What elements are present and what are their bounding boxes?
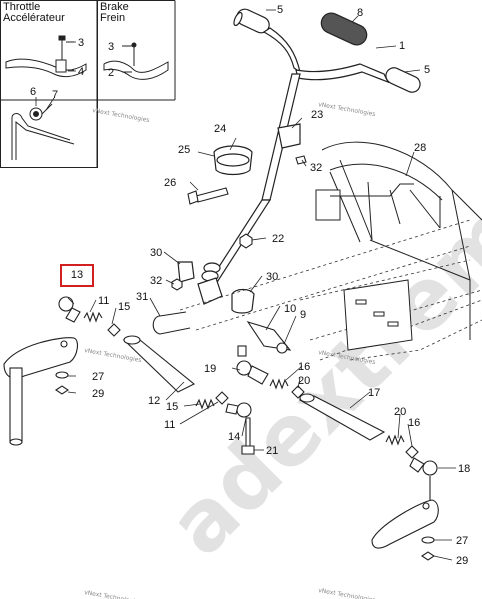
callout-26: 26 — [164, 177, 176, 189]
callout-5-top: 5 — [277, 4, 283, 16]
callout-22: 22 — [272, 233, 284, 245]
throttle-lever-drawing — [5, 35, 87, 78]
callout-16-lower: 16 — [408, 417, 420, 429]
callout-12: 12 — [148, 395, 160, 407]
cable-clip-drawing — [11, 103, 75, 160]
callout-9: 9 — [300, 309, 306, 321]
callout-4: 4 — [78, 66, 84, 78]
callout-5-right: 5 — [424, 64, 430, 76]
callout-29-left: 29 — [92, 388, 104, 400]
callout-17: 17 — [368, 387, 380, 399]
callout-14: 14 — [228, 431, 240, 443]
callout-31: 31 — [136, 291, 148, 303]
callout-18: 18 — [458, 463, 470, 475]
callout-20-lower: 20 — [394, 406, 406, 418]
inset-box — [0, 0, 176, 168]
callout-15-middle: 15 — [166, 401, 178, 413]
frame-outline — [315, 141, 482, 340]
throttle-title: Throttle Accélérateur — [3, 2, 65, 24]
callout-29-right: 29 — [456, 555, 468, 567]
watermark-5: vNext Technologies — [84, 589, 142, 599]
callout-15-left: 15 — [118, 301, 130, 313]
callout-2: 2 — [108, 67, 114, 79]
handlebar-assembly — [177, 8, 421, 314]
callout-25: 25 — [178, 144, 190, 156]
throttle-title-en: Throttle — [3, 1, 41, 13]
callout-3-brake: 3 — [108, 41, 114, 53]
callout-1: 1 — [399, 40, 405, 52]
frame-plate — [343, 279, 413, 351]
callout-28: 28 — [414, 142, 426, 154]
callout-11-middle: 11 — [164, 419, 175, 431]
callout-6: 6 — [30, 86, 36, 98]
callout-32-lower: 32 — [150, 275, 162, 287]
callout-20-upper: 20 — [298, 375, 310, 387]
inset-leaders — [35, 41, 132, 111]
callout-10: 10 — [284, 303, 296, 315]
highlighted-callout-13[interactable]: 13 — [70, 269, 84, 281]
callout-24: 24 — [214, 123, 226, 135]
watermark-6: vNext Technologies — [318, 587, 376, 599]
brake-title-en: Brake — [100, 1, 129, 13]
brake-title-fr: Frein — [100, 12, 126, 24]
callout-19: 19 — [204, 363, 216, 375]
callout-leaders — [67, 9, 456, 561]
callout-numbers: 5 8 1 5 3 4 3 2 6 7 24 23 25 32 26 28 30… — [30, 4, 470, 567]
highlighted-callout-box[interactable] — [60, 264, 94, 287]
callout-8: 8 — [357, 7, 363, 19]
callout-27-right: 27 — [456, 535, 468, 547]
callout-3-throttle: 3 — [78, 37, 84, 49]
callout-32-upper: 32 — [310, 162, 322, 174]
callout-23: 23 — [311, 109, 323, 121]
callout-11-left: 11 — [98, 295, 109, 307]
callout-30-left: 30 — [150, 247, 162, 259]
watermark-1: vNext Technologies — [92, 107, 150, 124]
callout-27-left: 27 — [92, 371, 104, 383]
callout-7: 7 — [52, 89, 58, 101]
watermark-2: vNext Technologies — [318, 101, 376, 118]
brake-title: Brake Frein — [100, 2, 129, 24]
throttle-title-fr: Accélérateur — [3, 12, 65, 24]
callout-16-upper: 16 — [298, 361, 310, 373]
linkage-parts — [3, 155, 439, 561]
callout-21: 21 — [266, 445, 278, 457]
callout-30-right: 30 — [266, 271, 278, 283]
